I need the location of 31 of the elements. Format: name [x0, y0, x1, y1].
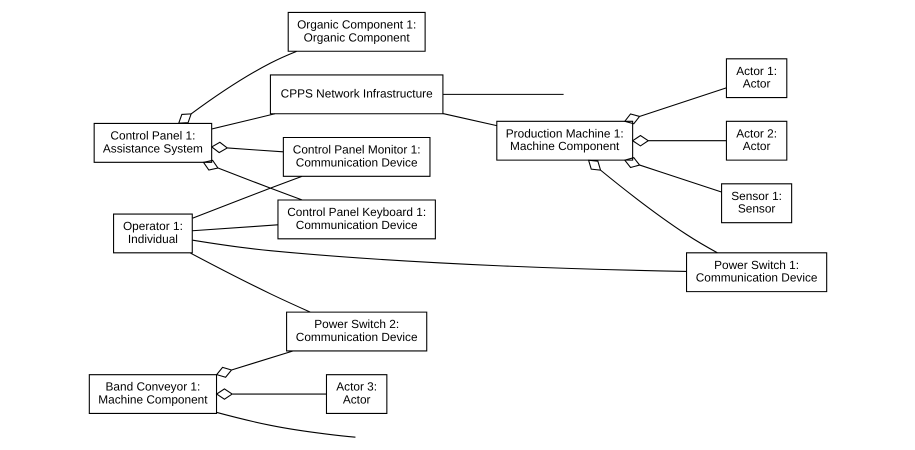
node-box: Control Panel Keyboard 1: Communication Device — [276, 199, 436, 240]
node-box: CPPS Network Infrastructure — [269, 74, 443, 114]
connector — [190, 252, 310, 313]
connector — [623, 157, 722, 193]
node-box: Production Machine 1: Machine Component — [496, 120, 633, 161]
connector — [587, 160, 718, 254]
connector — [216, 412, 355, 438]
connector — [211, 113, 275, 130]
connector — [210, 142, 283, 154]
connector — [192, 240, 686, 272]
node-box: Actor 3: Actor — [325, 374, 387, 414]
connector — [192, 176, 302, 219]
connector — [215, 388, 326, 400]
node-box: Operator 1: Individual — [112, 213, 192, 254]
node-box: Organic Component 1: Organic Component — [287, 12, 426, 52]
node-box: Actor 1: Actor — [725, 58, 787, 98]
connector — [177, 50, 296, 124]
connector — [631, 134, 726, 147]
node-box: Power Switch 2: Communication Device — [286, 312, 427, 352]
node-box: Actor 2: Actor — [725, 120, 787, 161]
node-box: Control Panel Monitor 1: Communication Device — [282, 136, 430, 177]
connector — [442, 94, 564, 95]
connector — [202, 160, 302, 200]
node-box: Control Panel 1: Assistance System — [93, 122, 212, 163]
connector — [215, 350, 293, 378]
connector — [442, 113, 496, 126]
node-box: Power Switch 1: Communication Device — [686, 252, 827, 292]
connector — [623, 87, 726, 124]
node-box: Band Conveyor 1: Machine Component — [88, 374, 217, 414]
connector — [192, 224, 278, 232]
node-box: Sensor 1: Sensor — [720, 183, 792, 224]
